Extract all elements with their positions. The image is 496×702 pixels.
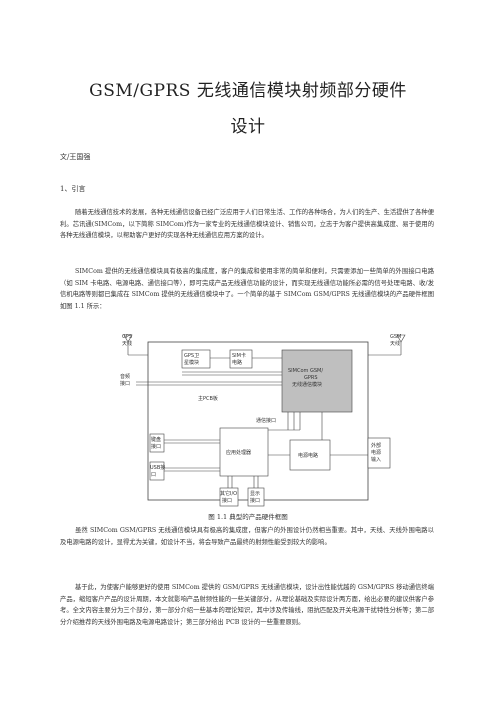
comm-interface-label: 通信接口 <box>256 417 276 424</box>
display-interface-block <box>247 487 265 507</box>
usb-label-1: USB接 <box>150 464 165 471</box>
display-label-2: 接口 <box>250 497 260 504</box>
app-processor-block <box>219 427 269 477</box>
gps-module-label-1: GPS卫 <box>184 353 199 359</box>
simcom-label-2: GPRS <box>304 375 318 381</box>
power-circuit-label: 电源电路 <box>298 452 318 459</box>
usb-label-2: 口 <box>151 472 156 478</box>
hardware-block-diagram: GPS 天线 GSM 天线 GPS卫 星模块 SIM卡 电路 SIMCom GS… <box>120 334 406 507</box>
ext-power-block <box>367 437 391 469</box>
author: 文/王国强 <box>60 153 91 161</box>
audio-interface-label-2: 接口 <box>120 380 130 387</box>
paragraph-4: 基于此，为使客户能够更好的使用 SIMCom 提供的 GSM/GPRS 无线通信… <box>60 584 434 626</box>
other-io-block <box>219 487 239 507</box>
gps-antenna-label-1: GPS <box>122 334 132 340</box>
keyboard-label-1: 键盘 <box>151 436 161 443</box>
ext-power-label-1: 外部 <box>371 442 381 449</box>
sim-card-label-2: 电路 <box>232 359 242 366</box>
figure-caption: 图 1.1 典型的产品硬件框图 <box>208 513 288 521</box>
display-label-1: 显示 <box>250 491 260 497</box>
ext-power-label-3: 输入 <box>371 456 381 463</box>
paragraph-1: 随着无线通信技术的发展，各种无线通信设备已经广泛应用于人们日常生活、工作的各种场… <box>60 209 434 240</box>
paragraph-2: SIMCom 提供的无线通信模块具有极高的集成度，客户的集成和使用非常的简单和便… <box>60 268 434 310</box>
paragraph-3: 虽然 SIMCom GSM/GPRS 无线通信模块具有极高的集成度，但客户的外围… <box>60 527 434 546</box>
other-io-label-1: 其它I/O <box>220 490 237 497</box>
simcom-label-1: SIMCom GSM/ <box>288 368 323 374</box>
simcom-label-3: 无线通信模块 <box>292 381 322 388</box>
main-pcb-label: 主PCB板 <box>198 395 218 402</box>
ext-power-label-2: 电源 <box>371 449 381 456</box>
app-processor-label: 应用处理器 <box>226 449 251 456</box>
gps-antenna-icon <box>123 334 133 343</box>
audio-interface-label-1: 音频 <box>120 373 130 380</box>
gsm-antenna-label-2: 天线 <box>390 340 400 347</box>
keyboard-label-2: 接口 <box>151 443 161 450</box>
sim-card-block <box>229 349 253 369</box>
page-title-line2: 设计 <box>230 117 266 137</box>
gps-module-label-2: 星模块 <box>184 359 199 366</box>
page-title-line1: GSM/GPRS 无线通信模块射频部分硬件 <box>89 81 407 101</box>
gps-antenna-label-2: 天线 <box>122 340 132 347</box>
other-io-label-2: 接口 <box>222 497 232 504</box>
simcom-module-block <box>281 349 353 413</box>
gsm-antenna-label-1: GSM <box>390 334 401 340</box>
section-heading: 1、引言 <box>60 185 86 193</box>
sim-card-label-1: SIM卡 <box>232 352 246 359</box>
gsm-antenna-icon <box>396 334 406 343</box>
gps-module-block <box>181 349 211 369</box>
